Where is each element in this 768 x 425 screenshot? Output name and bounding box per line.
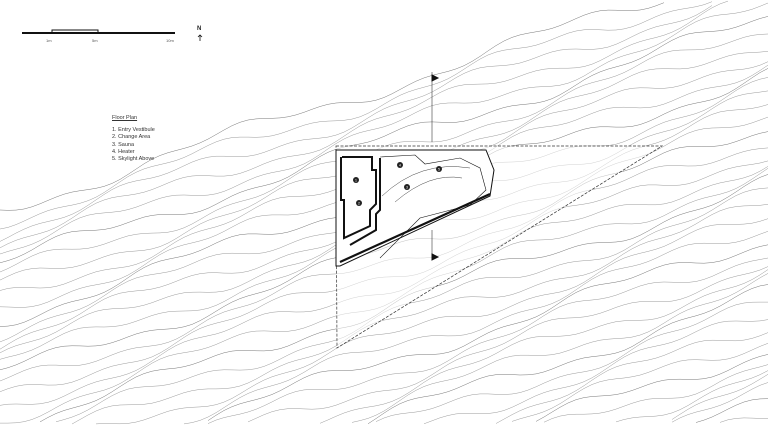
contour-line — [319, 269, 768, 424]
contour-line — [351, 273, 768, 423]
contour-line — [671, 382, 768, 423]
room-tags: 1 2 3 4 5 — [353, 162, 442, 206]
contour-line — [367, 284, 768, 425]
contour-line — [71, 204, 768, 425]
contour-line — [0, 5, 713, 242]
legend-item: 5. Skylight Above — [112, 156, 155, 163]
room-tag-3: 3 — [406, 185, 408, 189]
contour-line — [95, 218, 768, 425]
section-arrow-icon — [431, 74, 440, 82]
legend-item: 2. Change Area — [112, 134, 151, 141]
contour-line — [695, 398, 768, 423]
contour-line — [495, 332, 768, 424]
legend-item: 1. Entry Vestibule — [112, 127, 155, 134]
room-tag-4: 4 — [399, 163, 401, 167]
north-label: N — [197, 26, 202, 32]
contour-line — [207, 257, 768, 424]
section-arrow-icon — [431, 253, 440, 261]
contour-line — [0, 1, 713, 230]
contour-line — [183, 231, 768, 425]
contour-line — [543, 364, 768, 423]
room-tag-1: 1 — [355, 178, 357, 182]
contour-line — [375, 301, 768, 422]
legend-item: 3. Sauna — [112, 141, 135, 148]
room-tag-5: 5 — [438, 167, 440, 171]
contour-line — [535, 354, 768, 422]
floor-plan-legend: Floor Plan 1. Entry Vestibule 2. Change … — [112, 115, 155, 163]
contour-line — [511, 343, 768, 422]
contour-line — [247, 266, 768, 423]
contour-line — [0, 2, 665, 211]
scale-label-10m: 10m — [166, 38, 174, 43]
room-tag-2: 2 — [358, 201, 360, 205]
scale-label-5m: 5m — [92, 38, 98, 43]
contour-line — [207, 244, 768, 421]
sauna-building — [335, 149, 495, 267]
contour-line — [0, 16, 768, 264]
contour-line — [615, 370, 768, 423]
scale-bar — [22, 29, 175, 34]
contour-line — [0, 2, 768, 255]
contour-line — [0, 0, 729, 249]
legend-title: Floor Plan — [112, 115, 138, 121]
legend-item: 4. Heater — [112, 148, 135, 155]
north-arrow-icon — [197, 34, 203, 41]
section-markers — [431, 72, 440, 261]
contour-line — [55, 187, 768, 423]
contour-line — [671, 374, 768, 420]
contour-line — [719, 417, 768, 423]
scale-label-1m: 1m — [46, 38, 52, 43]
contour-line — [423, 319, 768, 425]
